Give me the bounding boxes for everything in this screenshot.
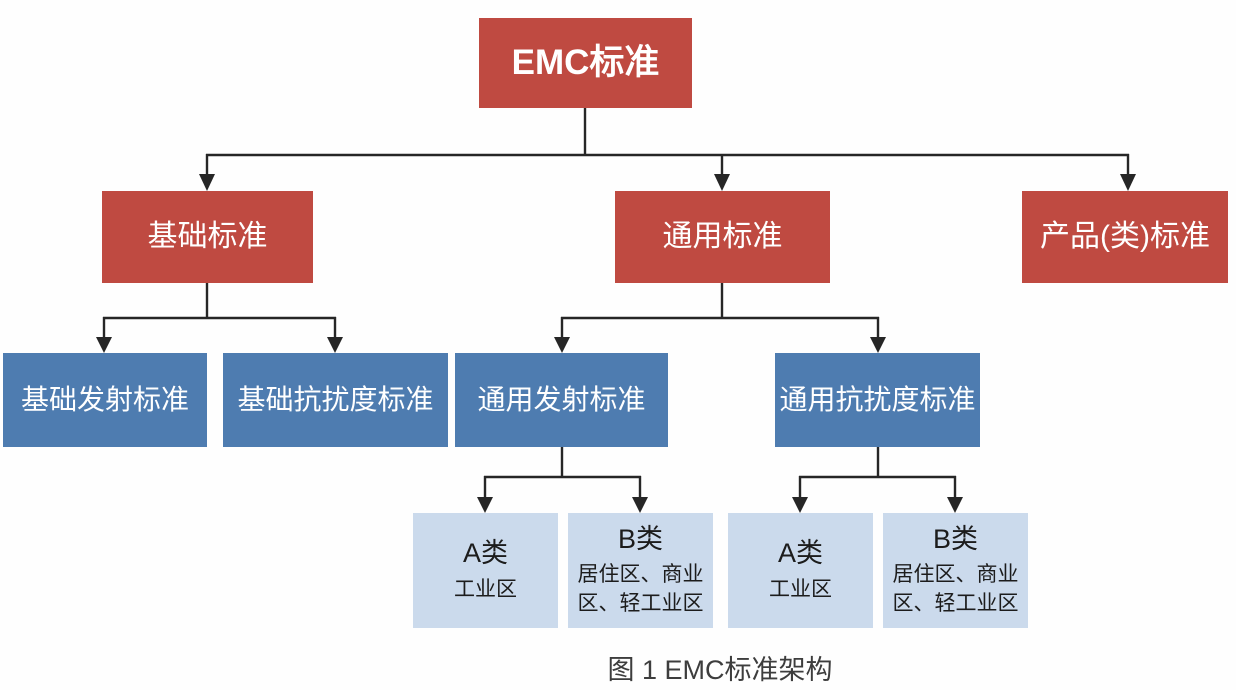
node-class-b-emission: B类 居住区、商业区、轻工业区 xyxy=(568,513,713,628)
class-a-subtitle: 工业区 xyxy=(769,577,832,601)
class-b-subtitle: 居住区、商业区、轻工业区 xyxy=(577,563,704,615)
node-product-class-standard: 产品(类)标准 xyxy=(1022,191,1228,283)
class-a-title: A类 xyxy=(462,538,508,569)
node-class-b-immunity: B类 居住区、商业区、轻工业区 xyxy=(883,513,1028,628)
class-a-title: A类 xyxy=(777,538,823,569)
node-class-a-emission: A类 工业区 xyxy=(413,513,558,628)
node-basic-emission-standard: 基础发射标准 xyxy=(3,353,207,447)
class-b-title: B类 xyxy=(617,523,663,554)
node-generic-immunity-standard: 通用抗扰度标准 xyxy=(775,353,980,447)
node-basic-immunity-standard: 基础抗扰度标准 xyxy=(223,353,448,447)
class-b-subtitle: 居住区、商业区、轻工业区 xyxy=(892,563,1019,615)
node-emc-standard: EMC标准 xyxy=(479,18,692,108)
node-class-a-immunity: A类 工业区 xyxy=(728,513,873,628)
figure-caption: 图 1 EMC标准架构 xyxy=(607,655,833,685)
node-generic-emission-standard: 通用发射标准 xyxy=(455,353,668,447)
class-a-subtitle: 工业区 xyxy=(454,577,517,601)
class-b-title: B类 xyxy=(932,523,978,554)
node-basic-standard: 基础标准 xyxy=(102,191,313,283)
node-generic-standard: 通用标准 xyxy=(615,191,830,283)
